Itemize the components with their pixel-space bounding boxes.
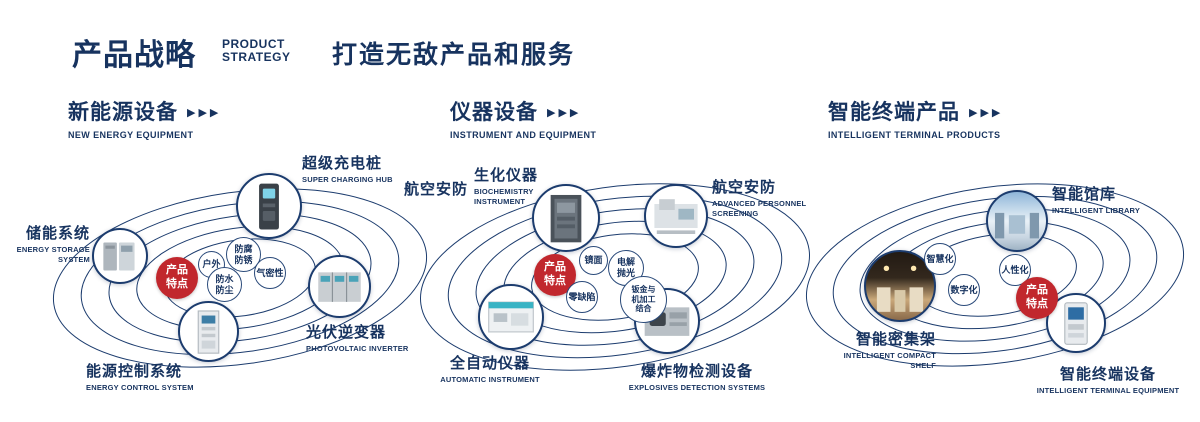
automatic-instrument-image: [478, 284, 544, 350]
page-title-en: PRODUCT STRATEGY: [222, 38, 290, 64]
feature-bubble: 数字化: [948, 274, 980, 306]
label-explosives-detection: 爆炸物检测设备 EXPLOSIVES DETECTION SYSTEMS: [628, 363, 766, 392]
label-aviation-security-left: 航空安防: [404, 181, 469, 198]
section-title-cn: 智能终端产品: [828, 101, 960, 124]
section-title-en: INTELLIGENT TERMINAL PRODUCTS: [828, 130, 1001, 140]
feature-bubble: 气密性: [254, 257, 286, 289]
photovoltaic-inverter-image: [308, 255, 371, 318]
label-personnel-screening: 航空安防 ADVANCED PERSONNEL SCREENING: [712, 179, 807, 218]
page-title-en-line1: PRODUCT: [222, 37, 285, 51]
energy-storage-image: [92, 228, 148, 284]
intelligent-library-image: [986, 190, 1048, 252]
label-intelligent-compact-shelf: 智能密集架 INTELLIGENT COMPACT SHELF: [843, 331, 936, 370]
feature-bubble: 钣金与机加工结合: [620, 276, 667, 323]
product-features-badge: 产品特点: [1016, 277, 1058, 319]
feature-bubble: 零缺陷: [566, 281, 598, 313]
feature-bubble: 防水防尘: [207, 267, 242, 302]
section-title-instruments: 仪器设备 ▶▶▶ INSTRUMENT AND EQUIPMENT: [450, 96, 596, 140]
page-title: 产品战略: [72, 39, 196, 72]
feature-bubble: 智慧化: [924, 243, 956, 275]
section-title-en: NEW ENERGY EQUIPMENT: [68, 130, 194, 140]
product-features-badge: 产品特点: [156, 257, 198, 299]
super-charging-hub-image: [236, 173, 302, 239]
page-title-en-line2: STRATEGY: [222, 49, 291, 64]
section-title-cn: 仪器设备: [450, 101, 538, 124]
energy-control-system-image: [178, 301, 239, 362]
feature-bubble: 人性化: [999, 254, 1031, 286]
triple-arrow-icon: ▶▶▶: [969, 107, 1004, 119]
label-automatic-instrument: 全自动仪器 AUTOMATIC INSTRUMENT: [440, 355, 540, 384]
label-energy-control-system: 能源控制系统 ENERGY CONTROL SYSTEM: [86, 363, 194, 392]
section-title-en: INSTRUMENT AND EQUIPMENT: [450, 130, 597, 140]
personnel-screening-image: [644, 184, 708, 248]
label-intelligent-library: 智能馆库 INTELLIGENT LIBRARY: [1052, 186, 1141, 215]
label-energy-storage: 储能系统 ENERGY STORAGE SYSTEM: [16, 225, 90, 264]
page-slogan: 打造无敌产品和服务: [332, 41, 576, 69]
label-photovoltaic-inverter: 光伏逆变器 PHOTOVOLTAIC INVERTER: [306, 324, 409, 353]
section-title-intelligent-terminal: 智能终端产品 ▶▶▶ INTELLIGENT TERMINAL PRODUCTS: [828, 96, 1003, 140]
label-biochemistry-instrument: 生化仪器 BIOCHEMISTRY INSTRUMENT: [474, 167, 539, 206]
section-title-new-energy: 新能源设备 ▶▶▶ NEW ENERGY EQUIPMENT: [68, 96, 221, 140]
triple-arrow-icon: ▶▶▶: [187, 107, 222, 119]
triple-arrow-icon: ▶▶▶: [547, 107, 582, 119]
feature-bubble: 镜面: [579, 246, 608, 275]
intelligent-terminal-equipment-image: [1046, 293, 1106, 353]
biochemistry-instrument-image: [532, 184, 600, 252]
label-super-charging-hub: 超级充电桩 SUPER CHARGING HUB: [302, 155, 393, 184]
section-title-cn: 新能源设备: [68, 101, 178, 124]
label-intelligent-terminal-equipment: 智能终端设备 INTELLIGENT TERMINAL EQUIPMENT: [1036, 366, 1180, 395]
